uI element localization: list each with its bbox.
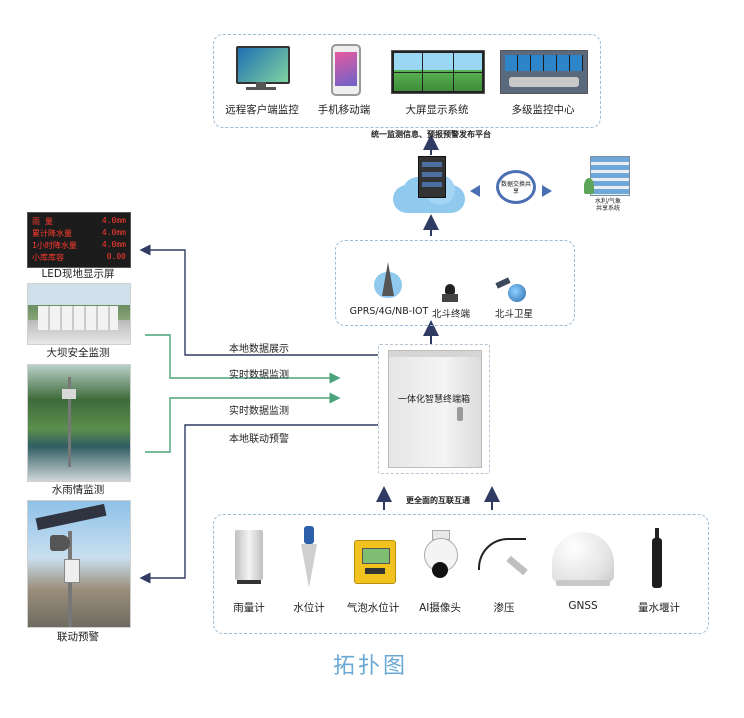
gnss-icon bbox=[552, 532, 614, 586]
terminal-box bbox=[378, 344, 490, 474]
sync-icon bbox=[496, 170, 536, 204]
water-dept-label: 水利/气象 共享系统 bbox=[594, 198, 622, 212]
led-row: 雨 量 4.0mm bbox=[32, 216, 126, 226]
interconnect-label: 更全面的互联互通 bbox=[406, 496, 470, 505]
exchange-arrow-right-icon bbox=[542, 185, 552, 197]
led-row: 1小时降水量 4.0mm bbox=[32, 240, 126, 250]
flow-label-local-alarm: 本地联动预警 bbox=[229, 434, 289, 445]
network-box bbox=[335, 240, 575, 326]
building-icon bbox=[584, 150, 632, 196]
sensors-box bbox=[213, 514, 709, 634]
monitor-icon bbox=[232, 46, 290, 90]
figure-title: 拓扑图 bbox=[333, 654, 409, 679]
bubble-level-icon bbox=[354, 540, 396, 584]
led-row: 累计降水量 4.0mm bbox=[32, 228, 126, 238]
sensor-label-gnss: GNSS bbox=[568, 600, 598, 612]
ai-camera-icon bbox=[422, 530, 458, 586]
weir-meter-icon bbox=[650, 528, 666, 588]
dam-photo bbox=[27, 283, 131, 345]
client-label-center: 多级监控中心 bbox=[511, 104, 575, 116]
flow-line-3 bbox=[145, 392, 341, 453]
water-level-icon bbox=[301, 526, 317, 588]
video-wall-icon bbox=[391, 50, 485, 94]
terminal-label: 一体化智慧终端箱 bbox=[397, 395, 470, 405]
flow-line-1 bbox=[139, 244, 378, 356]
client-devices-box bbox=[213, 34, 601, 128]
platform-label: 统一监测信息、预报预警发布平台 bbox=[371, 130, 491, 139]
tower-icon bbox=[372, 262, 404, 300]
panel-label-led: LED现地显示屏 bbox=[41, 268, 115, 280]
sensor-label-rain: 雨量计 bbox=[233, 602, 265, 614]
piezometer-icon bbox=[476, 536, 536, 586]
network-label-terminal: 北斗终端 bbox=[431, 309, 470, 320]
flow-label-realtime-1: 实时数据监测 bbox=[229, 370, 289, 381]
led-display: 雨 量 4.0mm 累计降水量 4.0mm 1小时降水量 4.0mm 小库库容 … bbox=[27, 212, 131, 268]
flow-label-realtime-2: 实时数据监测 bbox=[229, 406, 289, 417]
satellite-icon bbox=[495, 277, 536, 304]
panel-label-dam: 大坝安全监测 bbox=[46, 347, 110, 359]
terminal-cabinet-icon bbox=[388, 350, 482, 468]
sensor-label-water-level: 水位计 bbox=[293, 602, 325, 614]
exchange-arrow-left-icon bbox=[470, 185, 480, 197]
network-label-gprs: GPRS/4G/NB-IOT bbox=[349, 306, 429, 317]
sensor-label-bubble: 气泡水位计 bbox=[346, 602, 400, 614]
panel-label-alarm: 联动预警 bbox=[57, 631, 99, 643]
rain-gauge-icon bbox=[235, 530, 263, 586]
led-row: 小库库容 0.00 bbox=[32, 252, 126, 262]
water-rain-photo bbox=[27, 364, 131, 482]
sensor-label-weir: 量水堰计 bbox=[638, 602, 680, 614]
client-label-mobile: 手机移动端 bbox=[317, 104, 371, 116]
flow-line-4 bbox=[139, 424, 378, 584]
server-icon bbox=[418, 156, 446, 198]
beidou-terminal-icon bbox=[442, 284, 458, 302]
phone-icon bbox=[331, 44, 361, 96]
exchange-label: 数据交换共享 bbox=[500, 181, 531, 195]
sensor-label-piezometer: 渗压 bbox=[493, 602, 515, 614]
client-label-bigscreen: 大屏显示系统 bbox=[405, 104, 469, 116]
control-center-icon bbox=[500, 50, 588, 94]
alarm-photo bbox=[27, 500, 131, 628]
flow-line-2 bbox=[145, 334, 341, 384]
network-label-satellite: 北斗卫星 bbox=[494, 309, 533, 320]
flow-label-local-display: 本地数据展示 bbox=[229, 344, 289, 355]
sensor-label-camera: AI摄像头 bbox=[419, 602, 461, 614]
client-label-remote: 远程客户端监控 bbox=[225, 104, 299, 116]
panel-label-water-rain: 水雨情监测 bbox=[51, 484, 105, 496]
